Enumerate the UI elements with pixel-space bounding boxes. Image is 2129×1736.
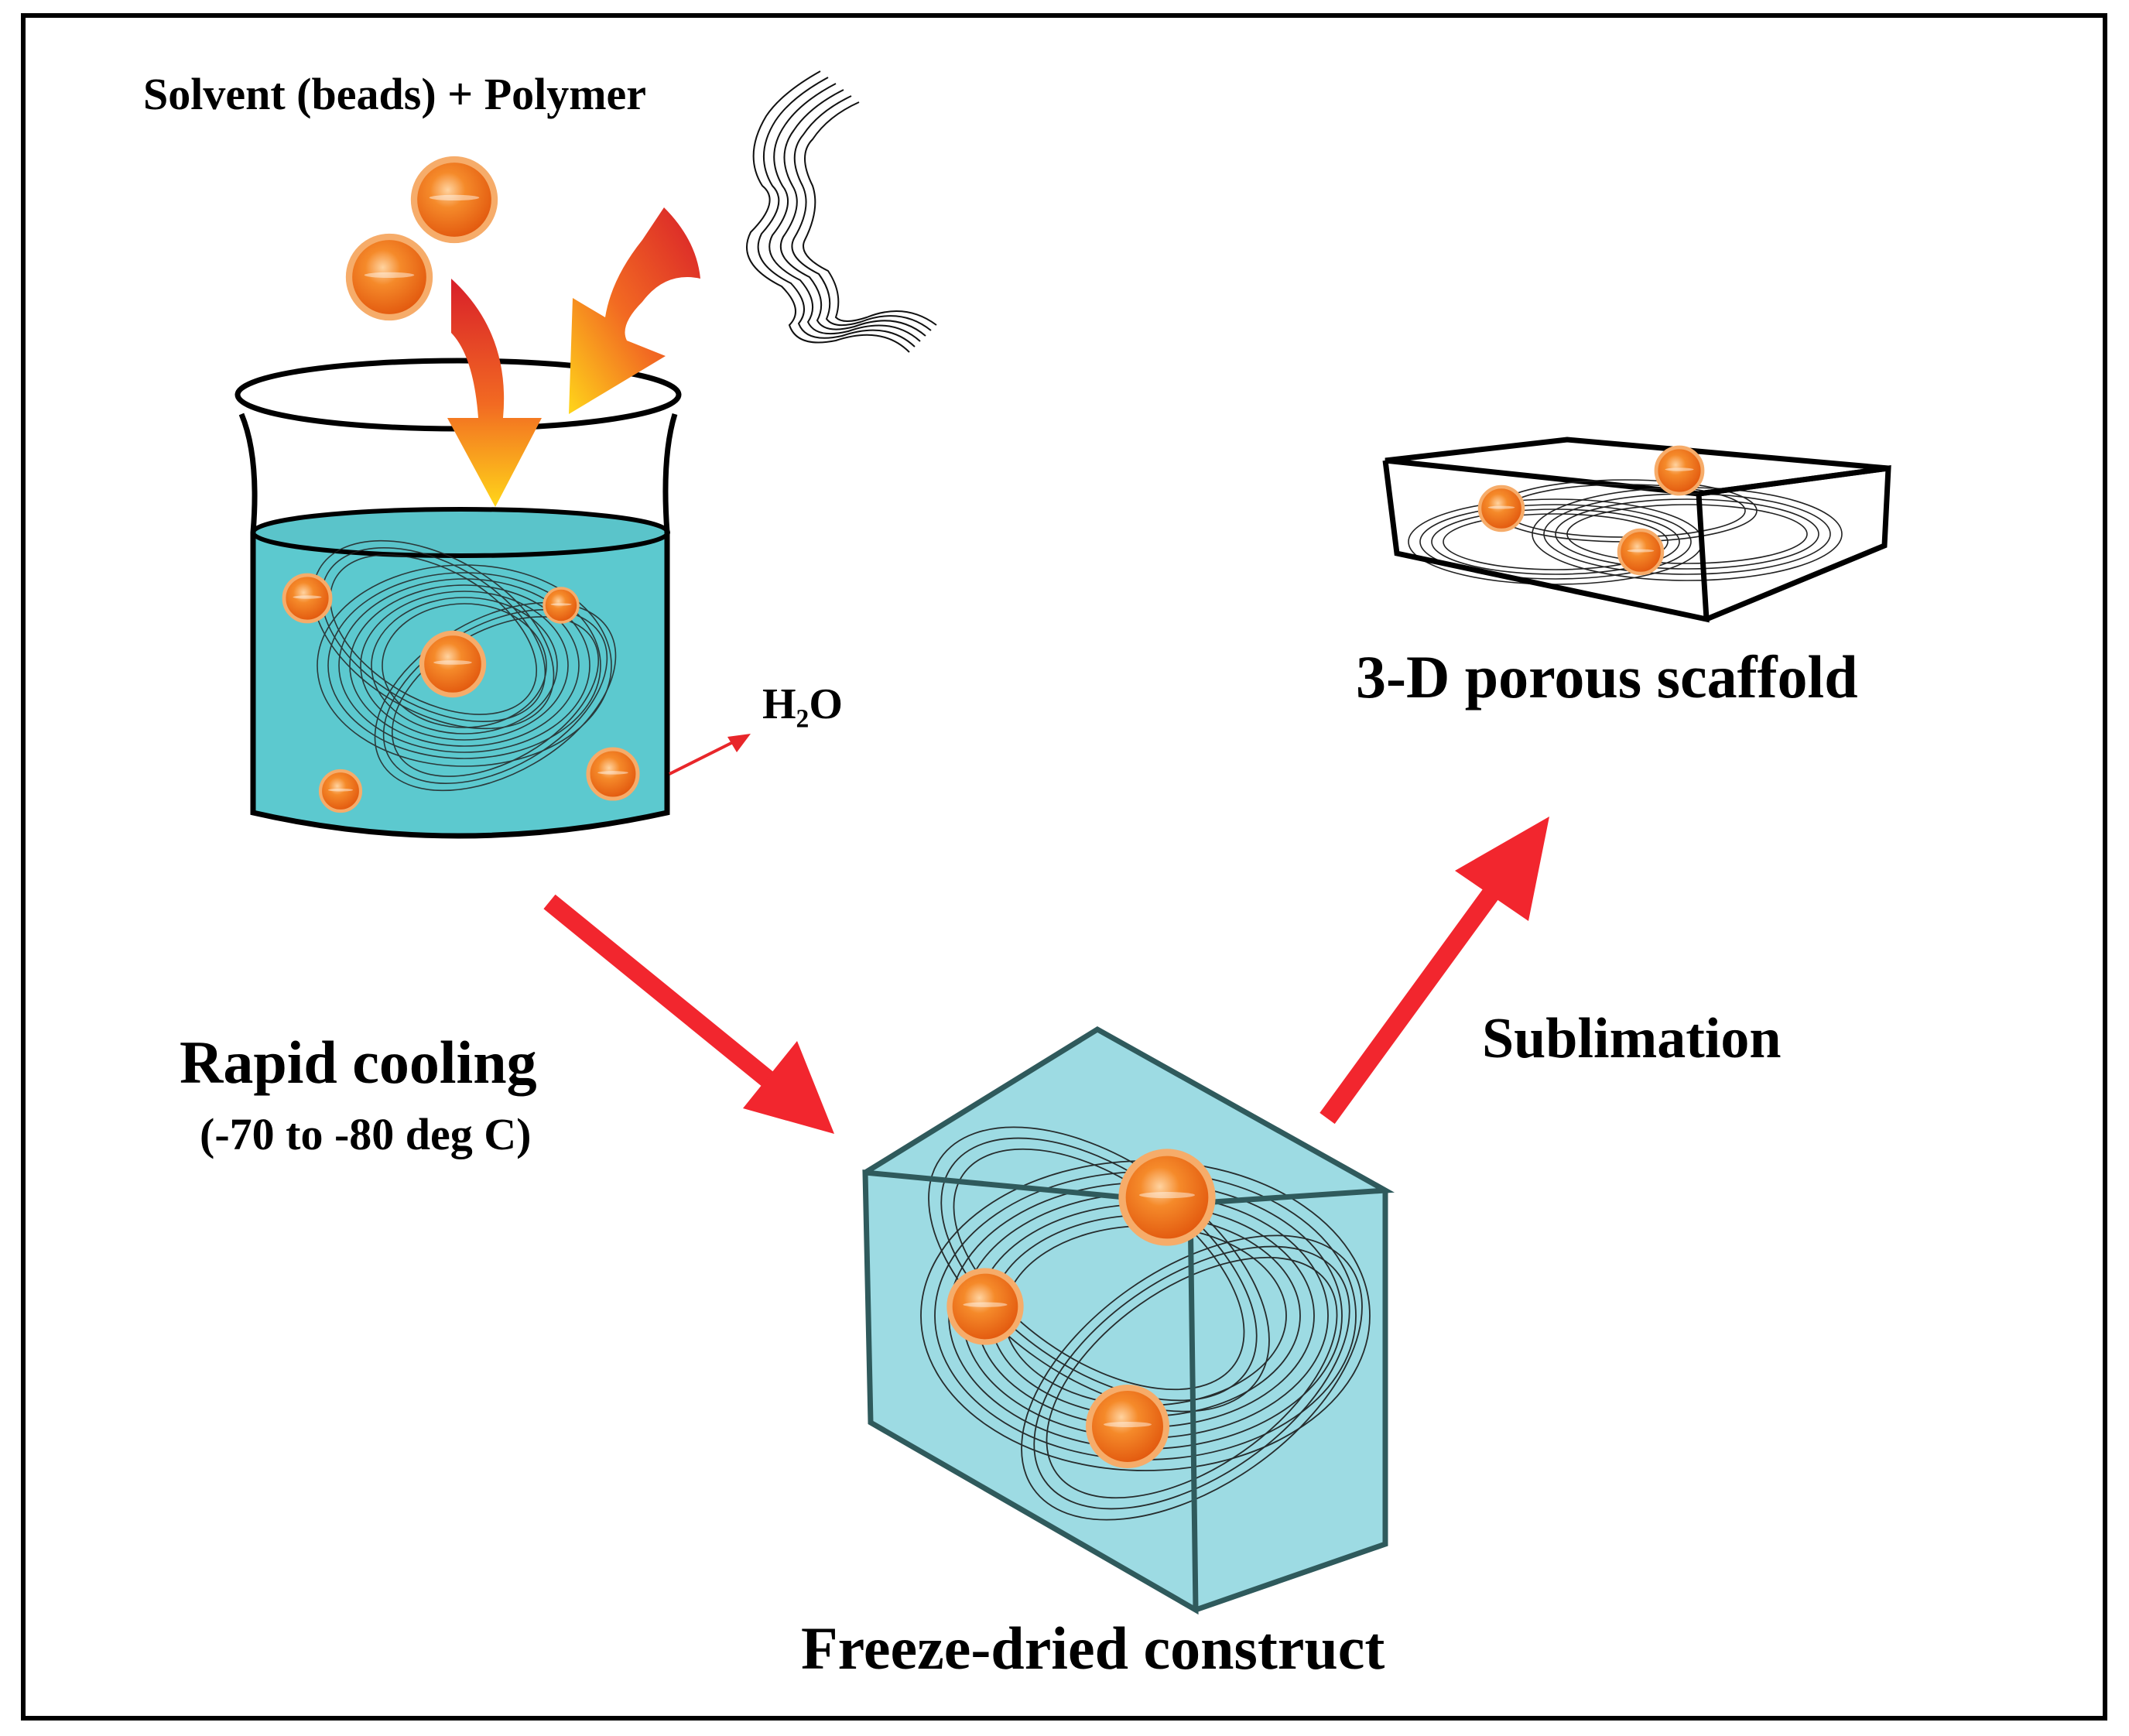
- inputs-label: Solvent (beads) + Polymer: [143, 69, 647, 119]
- sublimation-arrow: [1320, 817, 1549, 1125]
- polymer-in-solution: [312, 539, 617, 792]
- bead-icon: [1619, 530, 1662, 574]
- frozen-block-icon: [862, 1026, 1395, 1615]
- bead-icon: [320, 771, 361, 811]
- polymer-ribbon-icon: [746, 70, 937, 353]
- bead-icon: [1480, 487, 1523, 530]
- bead-icon: [284, 575, 330, 621]
- pour-arrow-polymer: [569, 207, 700, 414]
- porous-scaffold-icon: [1382, 437, 1891, 623]
- figure-frame: [21, 13, 2107, 1721]
- bead-icon: [544, 588, 578, 622]
- scaffold-label: 3-D porous scaffold: [1356, 643, 1858, 710]
- liquid-surface: [251, 507, 670, 558]
- scaffold-top-face: [1385, 437, 1889, 497]
- construct-label: Freeze-dried construct: [801, 1614, 1385, 1682]
- block-fill: [865, 1029, 1385, 1610]
- bead-icon: [1656, 447, 1703, 494]
- rapid-cooling-arrow: [543, 894, 834, 1134]
- beaker-walls: [238, 413, 678, 839]
- bead-icon: [349, 237, 430, 317]
- pour-arrow-beads: [447, 279, 542, 507]
- bead-icon: [1089, 1388, 1166, 1465]
- scaffold-front-face: [1382, 460, 1710, 623]
- bead-icon: [414, 159, 495, 240]
- cooling-label: Rapid cooling: [180, 1029, 537, 1096]
- bead-icon: [1122, 1152, 1212, 1242]
- bead-icon: [422, 633, 484, 695]
- bead-icon: [950, 1271, 1021, 1342]
- scaffold-side-face: [1698, 464, 1891, 622]
- bead-icon: [588, 749, 638, 799]
- water-release-arrow: [669, 734, 751, 776]
- block-side-edges: [1194, 1190, 1388, 1613]
- temperature-label: (-70 to -80 deg C): [200, 1109, 532, 1159]
- water-label: H₂O: [762, 680, 843, 728]
- beaker-icon: [234, 358, 682, 839]
- sublimation-label: Sublimation: [1482, 1007, 1782, 1070]
- block-top-edges: [864, 1026, 1395, 1207]
